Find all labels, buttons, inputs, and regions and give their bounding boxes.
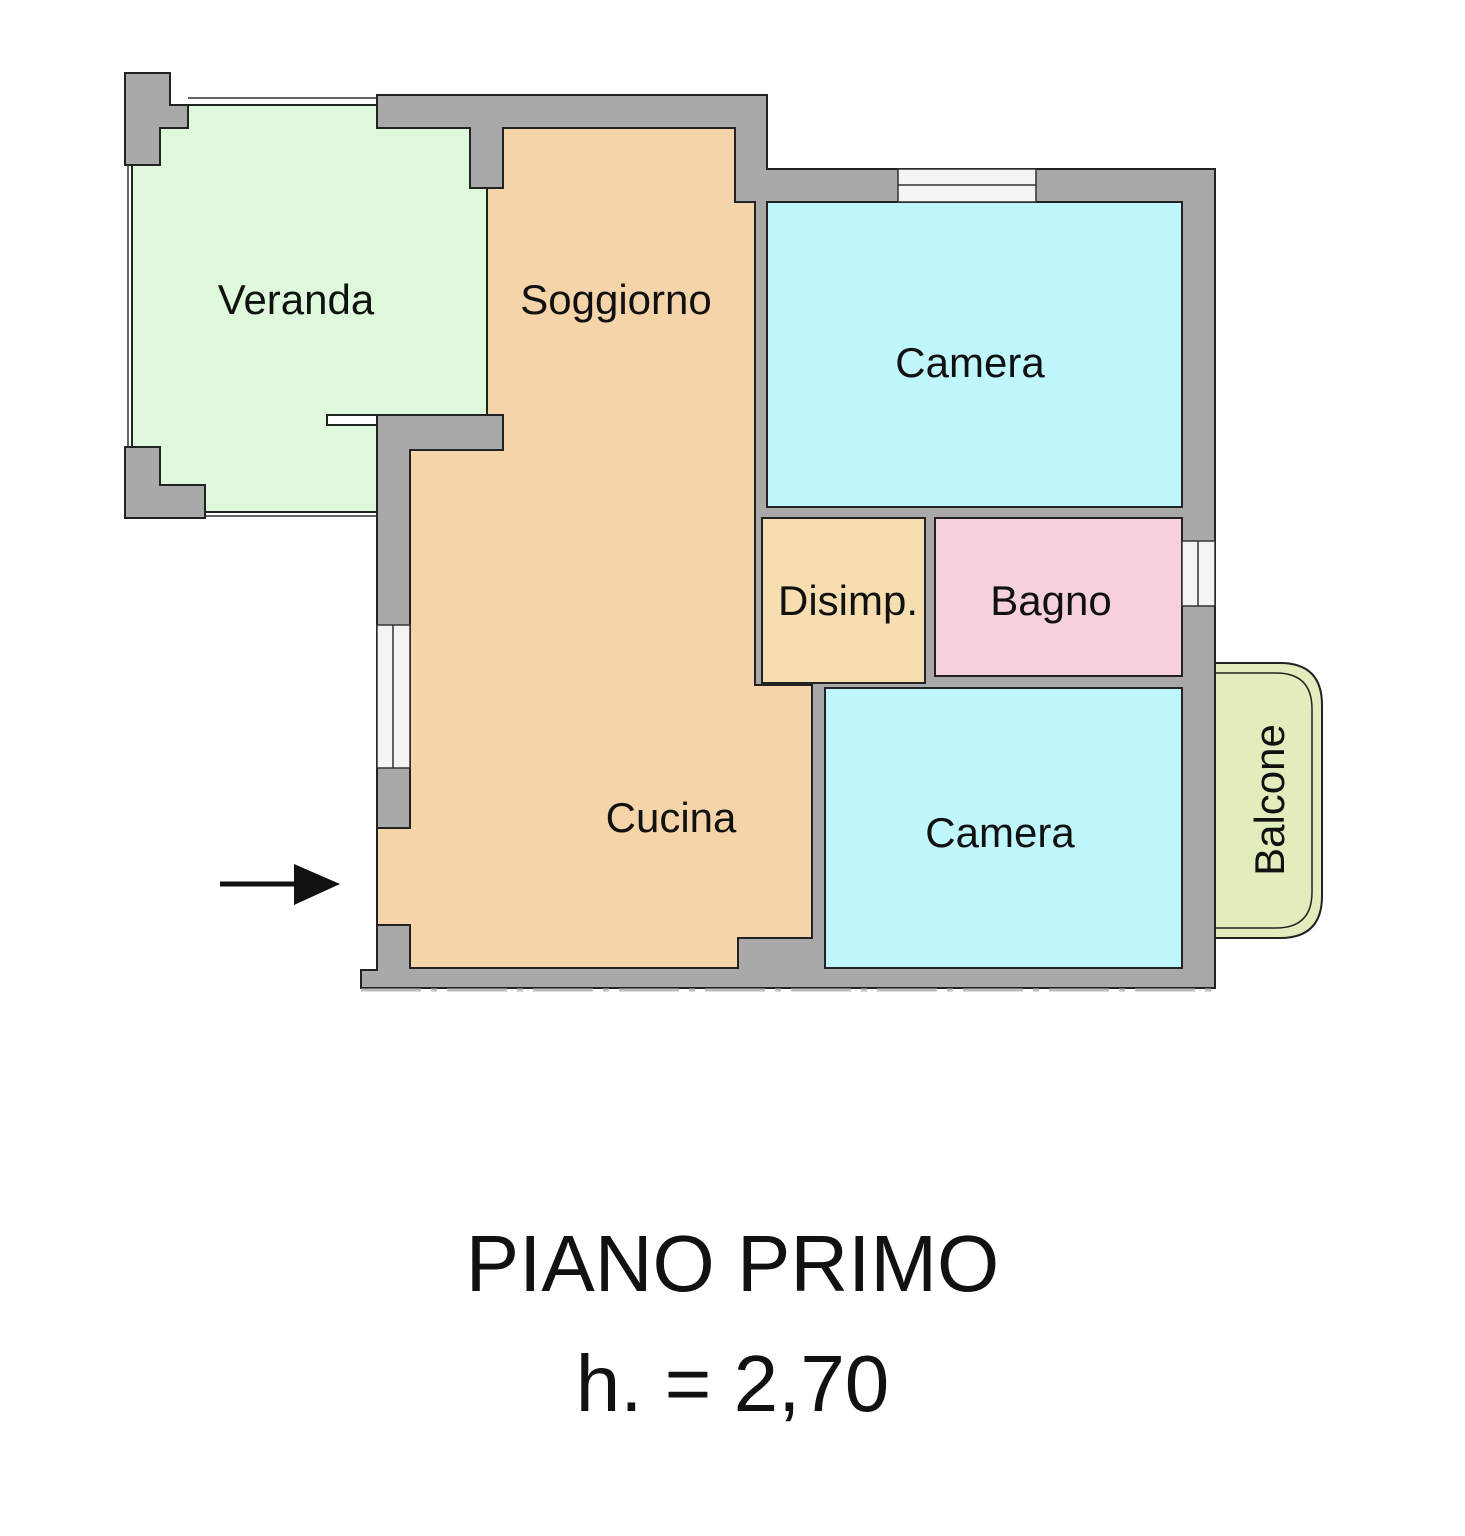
room-disimpegno <box>761 517 926 684</box>
label-veranda: Veranda <box>218 276 375 323</box>
balcone-railing <box>1215 672 1313 929</box>
room-balcone <box>1214 662 1323 939</box>
label-camera-top: Camera <box>895 339 1045 386</box>
room-bagno <box>934 517 1183 677</box>
floor-plan: Veranda Soggiorno Camera Disimp. Bagno C… <box>124 72 1323 992</box>
room-veranda <box>131 104 488 513</box>
room-camera-top <box>766 201 1183 508</box>
room-camera-bottom <box>824 687 1183 969</box>
room-soggiorno-cucina <box>376 127 813 969</box>
label-cucina: Cucina <box>606 794 737 841</box>
label-bagno: Bagno <box>990 577 1111 624</box>
windows <box>127 97 1216 769</box>
ceiling-height: h. = 2,70 <box>575 1339 890 1428</box>
floor-title: PIANO PRIMO <box>465 1219 1000 1308</box>
label-camera-bottom: Camera <box>925 809 1075 856</box>
entrance-arrow-icon <box>220 864 340 905</box>
label-balcone: Balcone <box>1246 724 1293 876</box>
label-soggiorno: Soggiorno <box>520 276 711 323</box>
label-disimpegno: Disimp. <box>778 577 918 624</box>
